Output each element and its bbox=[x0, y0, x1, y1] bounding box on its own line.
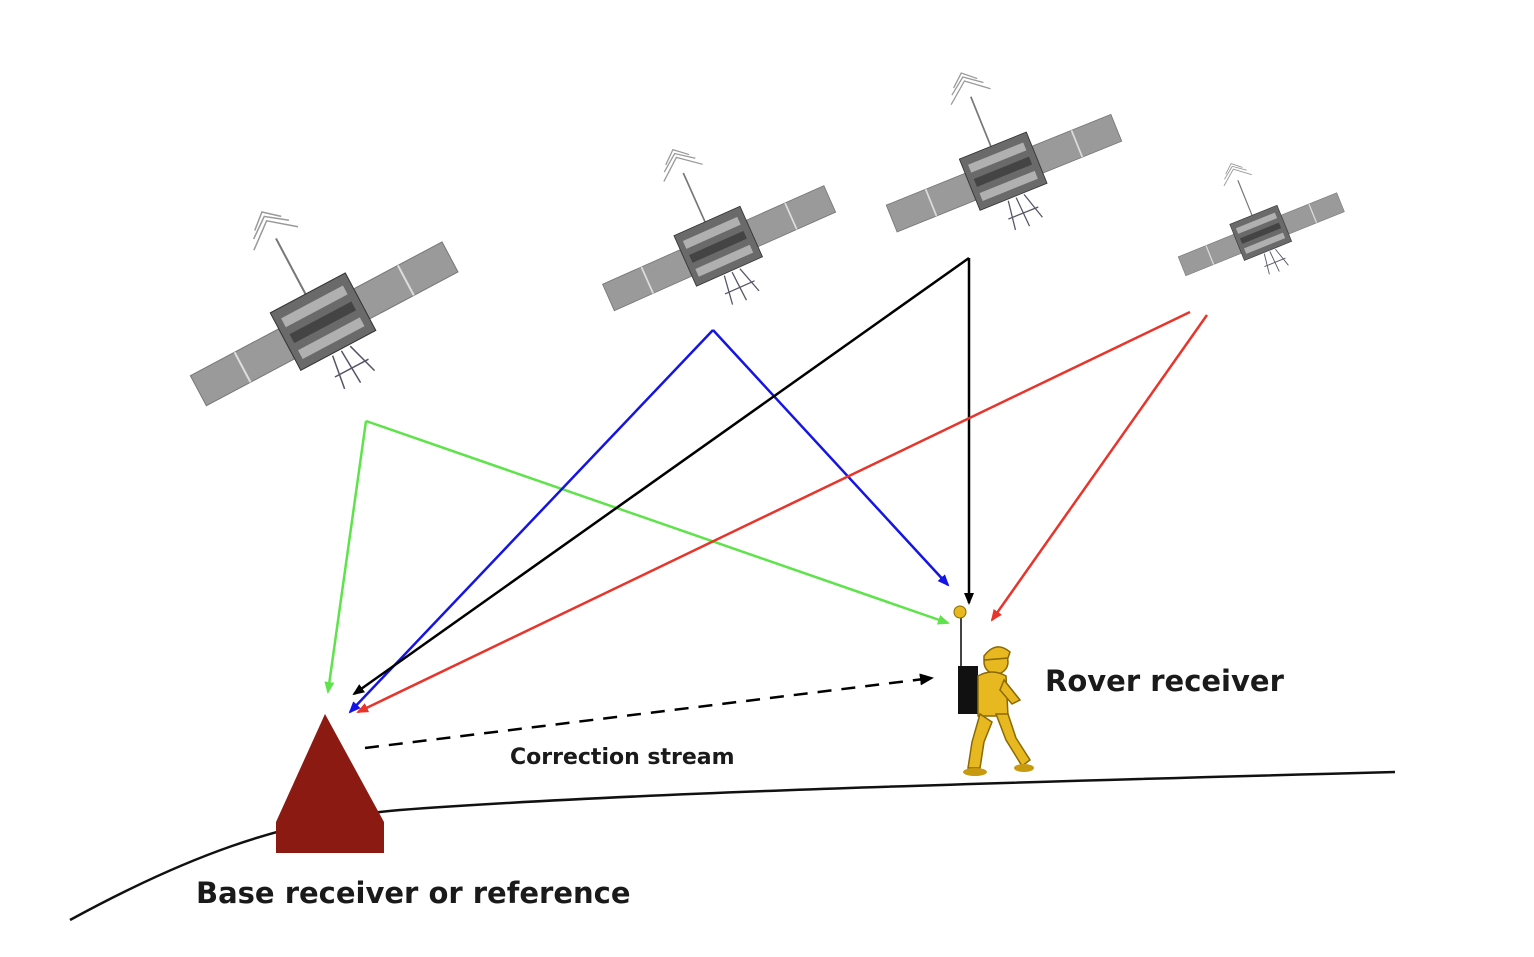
satellite-1-icon bbox=[189, 211, 459, 407]
rover-receiver-label: Rover receiver bbox=[1045, 664, 1285, 698]
signal-red-to-rover bbox=[990, 314, 1209, 622]
satellite-4-icon bbox=[1177, 163, 1345, 277]
base-receiver-marker bbox=[276, 714, 384, 853]
signal-blue-to-base bbox=[348, 329, 714, 714]
signal-black-to-base bbox=[352, 256, 970, 696]
signal-green-to-base bbox=[324, 420, 368, 694]
correction-stream-label: Correction stream bbox=[510, 745, 735, 770]
signal-green-to-rover bbox=[365, 419, 950, 625]
satellite-2-icon bbox=[602, 148, 837, 312]
base-receiver-label: Base receiver or reference bbox=[196, 876, 631, 910]
signal-blue-to-rover bbox=[712, 329, 950, 587]
satellite-3-icon bbox=[885, 72, 1123, 233]
ground-line bbox=[69, 770, 1396, 922]
signal-red-to-base bbox=[356, 310, 1191, 714]
rover-receiver-icon bbox=[953, 605, 1034, 776]
correction-stream-arrow bbox=[364, 673, 934, 750]
